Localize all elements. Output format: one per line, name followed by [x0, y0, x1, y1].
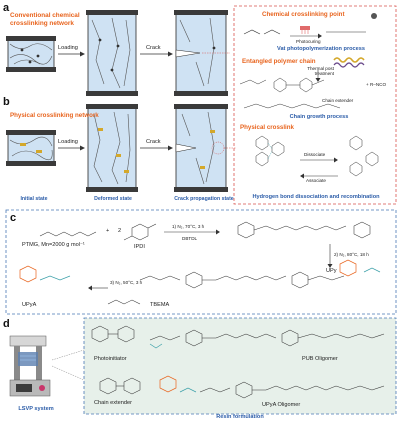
chain-growth-structure — [239, 77, 341, 109]
lsvp-label: LSVP system — [18, 406, 54, 412]
dbtdl-label: DBTDL — [182, 236, 198, 241]
ipdi-structure — [123, 223, 157, 241]
chain-growth-label: Chain growth process — [289, 114, 349, 120]
uv-lamp-icon — [300, 26, 310, 34]
vat-process-label: Vat photopolymerization process — [277, 46, 365, 52]
panel-a-deformed-network — [86, 10, 138, 96]
chain-wave-icon — [333, 57, 365, 63]
photopolymerization-reaction — [243, 29, 366, 37]
ipdi-label: IPDI — [134, 244, 145, 250]
panel-b-deformed-network — [86, 104, 138, 192]
panel-a-title: Conventional chemical crosslinking netwo… — [10, 12, 80, 27]
chain-extender-structure — [99, 377, 141, 395]
thermal-label: Thermal post treatment — [307, 66, 334, 76]
lsvp-printer-illustration — [9, 335, 51, 397]
tbema-label: TBEMA — [150, 302, 170, 308]
upya-label: UPyA — [22, 302, 37, 308]
resin-formulation-label: Resin formulation — [216, 414, 264, 420]
physical-crosslink-title: Physical crosslink — [240, 124, 294, 131]
ipdi-coefficient: 2 — [118, 228, 122, 234]
step3-label: 3) N₂, 50°C, 3 h — [110, 280, 143, 285]
panel-label-d: d — [3, 318, 10, 330]
panel-label-a: a — [3, 2, 10, 14]
associate-label: Associate — [306, 178, 326, 183]
tbema-structure — [107, 299, 141, 305]
step1-label: 1) N₂, 70°C, 3 h — [172, 224, 205, 229]
upy-structure — [139, 271, 345, 289]
step2-label: 2) N₂, 80°C, 18 h — [334, 252, 369, 257]
panel-b-crack-label: Crack — [146, 139, 161, 145]
state-deformed-label: Deformed state — [94, 196, 132, 202]
panel-a-loading-label: Loading — [58, 45, 78, 51]
panel-a-crack-label: Crack — [146, 45, 161, 51]
panel-b-loading-label: Loading — [58, 139, 78, 145]
mechanism-box — [233, 5, 397, 205]
panel-b-initial-network — [6, 130, 56, 166]
chain-extender-label-d: Chain extender — [94, 400, 132, 406]
ptmg-structure — [39, 231, 97, 237]
upy-group-orange — [19, 259, 357, 283]
state-crack-label: Crack propagation state — [174, 196, 234, 202]
panel-b-crack-network — [174, 104, 236, 192]
upya-oligomer-label: UPyA Oligomer — [262, 402, 301, 408]
ptmg-label: PTMG, Mn=2000 g mol⁻¹ — [22, 242, 85, 248]
panel-b-title: Physical crosslinking network — [10, 112, 99, 119]
plus-sign: + — [106, 228, 110, 234]
panel-a-initial-network — [6, 36, 56, 72]
panel-label-c: c — [10, 212, 17, 224]
photoinitiator-structure — [91, 325, 135, 343]
upy-label: UPy — [326, 268, 337, 274]
synthesis-box — [5, 209, 397, 315]
state-initial-label: Initial state — [20, 196, 48, 202]
dissociate-label: Dissociate — [304, 152, 326, 157]
upya-oligomer-structure — [199, 381, 385, 399]
nco-label: + R–NCO — [366, 82, 387, 87]
prepolymer-structure — [237, 221, 371, 239]
panel-label-b: b — [3, 96, 10, 108]
chem-crosslink-title: Chemical crosslinking point — [262, 11, 345, 18]
chain-extender-label: Chain extender — [322, 98, 354, 103]
upy-group-teal — [39, 267, 381, 281]
pub-oligomer-label: PUB Oligomer — [302, 356, 338, 362]
hbond-label: Hydrogen bond dissociation and recombina… — [252, 194, 380, 200]
hydrogen-bond-structure — [255, 135, 379, 177]
crosslink-point-icon — [371, 13, 377, 19]
entangled-chain-title: Entangled polymer chain — [242, 58, 316, 65]
pub-oligomer-structure — [149, 329, 385, 347]
panel-a-crack-network — [174, 10, 230, 96]
photocuring-label: Photocuring — [296, 39, 321, 44]
photoinitiator-label: Photoinitiator — [94, 356, 127, 362]
resin-formulation-box — [83, 317, 397, 415]
